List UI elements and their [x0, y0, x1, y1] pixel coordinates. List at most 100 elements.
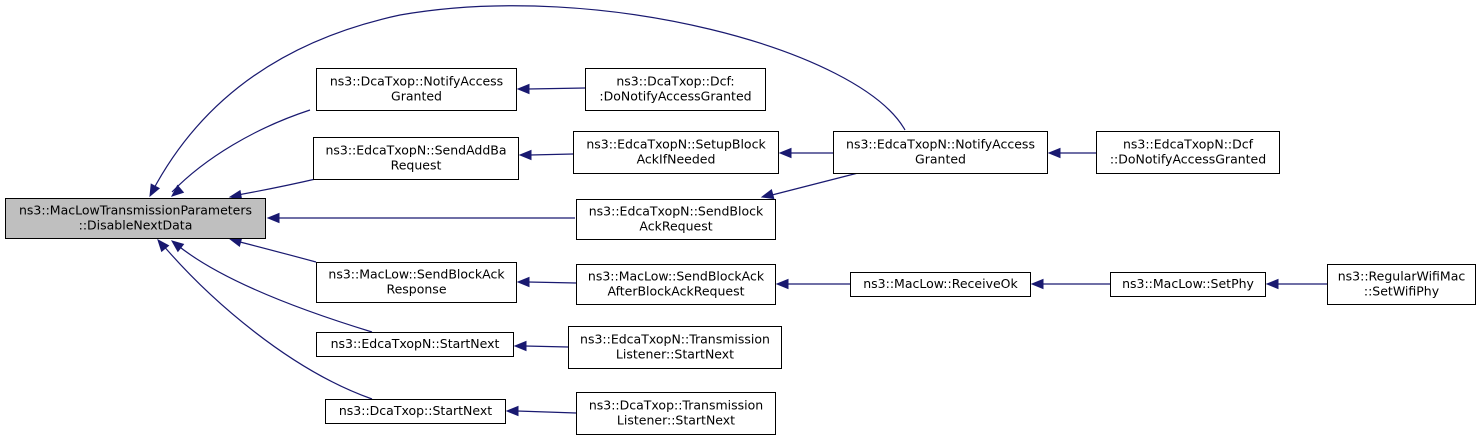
- node-box: [316, 332, 514, 357]
- node-regularwifimac_setwifiphy[interactable]: ns3::RegularWifiMac::SetWifiPhy: [1327, 264, 1476, 305]
- node-label: ns3::EdcaTxopN::Dcf: [1123, 137, 1254, 152]
- node-box: [316, 262, 517, 303]
- arrowhead-icon: [1047, 147, 1061, 159]
- node-edca_notify[interactable]: ns3::EdcaTxopN::NotifyAccessGranted: [833, 131, 1048, 174]
- node-label: AckRequest: [639, 219, 712, 234]
- node-box: [568, 326, 782, 369]
- node-label: Listener::StartNext: [616, 347, 734, 362]
- node-label: ns3::MacLow::SendBlockAck: [328, 267, 505, 282]
- node-maclow_sendblockackafter[interactable]: ns3::MacLow::SendBlockAckAfterBlockAckRe…: [576, 264, 776, 305]
- arrowhead-icon: [516, 83, 530, 95]
- edge-line: [524, 345, 569, 348]
- node-label: ::DoNotifyAccessGranted: [1110, 152, 1266, 167]
- arrowhead-icon: [505, 405, 519, 417]
- node-label: Granted: [915, 152, 966, 167]
- edge-edca_setupblock-to-edca_sendaddba: [518, 149, 574, 161]
- edge-maclow_sendblockackafter-to-maclow_sendblockackresp: [516, 276, 577, 288]
- node-box: [833, 131, 1048, 174]
- edge-edca_notify-to-edca_setupblock: [778, 147, 833, 159]
- edge-edca_notify-to-edca_sendblockack: [760, 172, 859, 200]
- edge-dca_translistener_startnext-to-dca_startnext: [505, 405, 577, 417]
- node-label: ns3::EdcaTxopN::NotifyAccess: [846, 137, 1035, 152]
- node-label: Request: [391, 158, 442, 173]
- node-box: [1110, 272, 1266, 297]
- edge-line: [235, 240, 317, 263]
- arrowhead-icon: [1030, 278, 1044, 290]
- arrowhead-icon: [778, 147, 792, 159]
- edge-line: [516, 410, 577, 414]
- node-box: [316, 68, 517, 111]
- node-box: [850, 272, 1031, 297]
- node-label: ::DisableNextData: [79, 218, 193, 233]
- node-label: Listener::StartNext: [617, 413, 735, 428]
- node-label: ns3::DcaTxop::NotifyAccess: [330, 74, 503, 89]
- node-label: ns3::EdcaTxopN::StartNext: [331, 336, 500, 351]
- edge-line: [527, 281, 577, 284]
- edge-edca_translistener_startnext-to-edca_startnext: [513, 340, 569, 352]
- node-label: ns3::EdcaTxopN::SetupBlock: [586, 137, 766, 152]
- edge-dca_dcf_notify-to-dca_notify: [516, 83, 586, 95]
- node-label: ns3::DcaTxop::Dcf:: [616, 74, 734, 89]
- node-label: ns3::DcaTxop::Transmission: [589, 398, 763, 413]
- arrowhead-icon: [266, 212, 280, 224]
- edge-maclow_setphy-to-maclow_receiveok: [1030, 278, 1110, 290]
- node-maclow_receiveok[interactable]: ns3::MacLow::ReceiveOk: [850, 272, 1031, 297]
- node-dca_notify[interactable]: ns3::DcaTxop::NotifyAccessGranted: [316, 68, 517, 111]
- arrowhead-icon: [516, 276, 530, 288]
- node-edca_dcf_notify[interactable]: ns3::EdcaTxopN::Dcf::DoNotifyAccessGrant…: [1096, 131, 1280, 174]
- edge-edca_sendaddba-to-root: [228, 177, 321, 201]
- node-label: ns3::MacLow::SetPhy: [1122, 276, 1254, 291]
- node-label: Granted: [391, 89, 442, 104]
- node-maclow_setphy[interactable]: ns3::MacLow::SetPhy: [1110, 272, 1266, 297]
- node-label: :DoNotifyAccessGranted: [599, 89, 751, 104]
- arrowhead-icon: [775, 278, 789, 290]
- node-box: [576, 392, 776, 435]
- arrowhead-icon: [157, 238, 170, 253]
- node-box: [325, 399, 506, 424]
- node-label: ns3::EdcaTxopN::SendBlock: [589, 204, 764, 219]
- edge-line: [231, 177, 321, 197]
- edge-line: [175, 243, 373, 333]
- edge-line: [527, 87, 586, 90]
- arrowhead-icon: [170, 240, 185, 253]
- node-label: AckIfNeeded: [637, 152, 716, 167]
- edges-layer: [149, 5, 1327, 417]
- node-dca_dcf_notify[interactable]: ns3::DcaTxop::Dcf::DoNotifyAccessGranted: [585, 68, 766, 111]
- edge-regularwifimac_setwifiphy-to-maclow_setphy: [1265, 278, 1327, 290]
- node-dca_startnext[interactable]: ns3::DcaTxop::StartNext: [325, 399, 506, 424]
- node-box: [576, 264, 776, 305]
- edge-maclow_receiveok-to-maclow_sendblockackafter: [775, 278, 850, 290]
- edge-line: [171, 109, 311, 193]
- node-box: [5, 198, 266, 239]
- node-label: ns3::MacLowTransmissionParameters: [19, 203, 252, 218]
- node-label: ns3::DcaTxop::StartNext: [339, 403, 492, 418]
- node-box: [585, 68, 766, 111]
- arrowhead-icon: [1265, 278, 1279, 290]
- node-box: [313, 137, 519, 180]
- node-dca_translistener_startnext[interactable]: ns3::DcaTxop::TransmissionListener::Star…: [576, 392, 776, 435]
- edge-line: [529, 153, 574, 156]
- node-box: [1096, 131, 1280, 174]
- arrowhead-icon: [760, 188, 775, 200]
- edge-dca_notify-to-root: [170, 109, 311, 197]
- node-edca_startnext[interactable]: ns3::EdcaTxopN::StartNext: [316, 332, 514, 357]
- arrowhead-icon: [170, 184, 185, 197]
- edge-edca_sendblockack-to-root: [266, 212, 575, 224]
- node-label: ns3::MacLow::SendBlockAck: [588, 269, 765, 284]
- nodes-layer: ns3::MacLowTransmissionParameters::Disab…: [5, 68, 1476, 435]
- node-edca_translistener_startnext[interactable]: ns3::EdcaTxopN::TransmissionListener::St…: [568, 326, 782, 369]
- edge-edca_notify-to-root: [149, 5, 906, 198]
- node-root[interactable]: ns3::MacLowTransmissionParameters::Disab…: [5, 198, 266, 239]
- node-label: ns3::RegularWifiMac: [1338, 269, 1466, 284]
- arrowhead-icon: [149, 183, 161, 198]
- edge-line: [771, 172, 859, 196]
- node-label: Response: [386, 282, 446, 297]
- node-label: ns3::EdcaTxopN::Transmission: [580, 332, 770, 347]
- edge-edca_dcf_notify-to-edca_notify: [1047, 147, 1096, 159]
- edge-line: [161, 243, 373, 400]
